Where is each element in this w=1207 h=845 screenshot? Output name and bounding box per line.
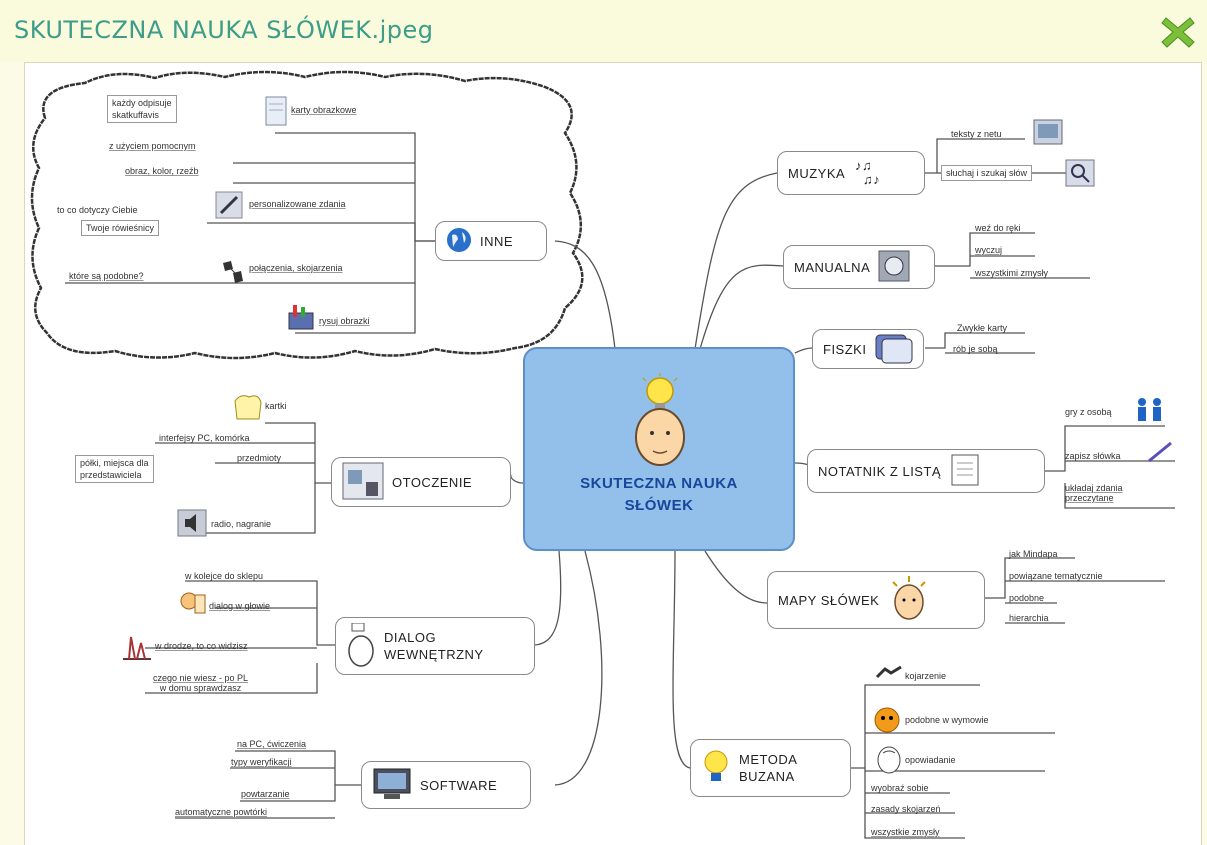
topic-muzyka[interactable]: MUZYKA ♪♫♫♪ — [777, 151, 925, 195]
music-notes-icon: ♪♫♫♪ — [853, 156, 891, 191]
connector-lines — [30, 70, 1175, 839]
leaf-jak[interactable]: jak Mindapa — [1009, 549, 1058, 559]
lightbulb-icon — [701, 749, 731, 788]
leaf-zwykle[interactable]: Zwykłe karty — [957, 323, 1008, 333]
leaf-zasady[interactable]: zasady skojarzeń — [871, 804, 941, 814]
leaf-pulki[interactable]: półki, miejsca dla przedstawiciela — [75, 455, 154, 483]
leaf-wszystkie-zmysly-metoda[interactable]: wszystkie zmysły — [871, 827, 940, 837]
globe-icon — [446, 227, 472, 256]
leaf-karty[interactable]: karty obrazkowe — [291, 105, 357, 115]
people-icon — [1133, 397, 1167, 426]
topic-label: FISZKI — [823, 341, 867, 357]
pencil-icon — [215, 191, 243, 224]
search-icon — [1065, 159, 1095, 192]
leaf-powtarzanie[interactable]: powtarzanie — [241, 789, 290, 799]
topic-notatnik[interactable]: NOTATNIK Z LISTĄ — [807, 449, 1045, 493]
close-x-icon[interactable] — [1160, 14, 1196, 50]
paint-icon — [287, 303, 315, 336]
leaf-wyczuj[interactable]: wyczuj — [975, 245, 1003, 255]
topic-otoczenie[interactable]: OTOCZENIE — [331, 457, 511, 507]
leaf-rob[interactable]: rób je sobą — [953, 344, 998, 354]
central-topic[interactable]: SKUTECZNA NAUKA SŁÓWEK — [523, 347, 795, 551]
notebook-icon — [949, 452, 983, 491]
face-icon — [873, 707, 901, 738]
storyteller-icon — [875, 745, 903, 780]
leaf-rysuj[interactable]: rysuj obrazki — [319, 316, 370, 326]
leaf-obraz[interactable]: obraz, kolor, rzeźb — [125, 166, 199, 176]
leaf-sluchaj[interactable]: słuchaj i szukaj słów — [941, 165, 1033, 181]
leaf-interfejsy[interactable]: interfejsy PC, komórka — [159, 433, 250, 443]
link-icon — [875, 663, 903, 688]
leaf-czego[interactable]: czego nie wiesz - po PL w domu sprawdzas… — [153, 673, 249, 693]
topic-label: MANUALNA — [794, 259, 871, 275]
cards-icon — [265, 96, 287, 131]
topic-label: DIALOG WEWNĘTRZNY — [384, 630, 484, 662]
topic-label: MAPY SŁÓWEK — [778, 592, 880, 608]
cloud-outline — [30, 70, 584, 360]
title-bar: SKUTECZNA NAUKA SŁÓWEK.jpeg — [0, 0, 1207, 62]
topic-label: SOFTWARE — [420, 777, 498, 793]
topic-label: MUZYKA — [788, 165, 846, 181]
leaf-polaczenia[interactable]: połączenia, skojarzenia — [249, 263, 343, 273]
leaf-gry[interactable]: gry z osobą — [1065, 407, 1112, 417]
leaf-podobne[interactable]: podobne — [1009, 593, 1045, 603]
topic-software[interactable]: SOFTWARE — [361, 761, 531, 809]
leaf-zapisz[interactable]: zapisz słówka — [1065, 451, 1121, 461]
pen-icon — [1145, 439, 1175, 468]
leaf-radio[interactable]: radio, nagranie — [211, 519, 272, 529]
topic-label: INNE — [480, 233, 514, 249]
head-thinking-icon — [346, 622, 376, 670]
leaf-w-drodze[interactable]: w drodze, to co widzisz — [155, 641, 248, 651]
leaf-kojarzenie[interactable]: kojarzenie — [905, 671, 947, 681]
leaf-opowiadanie[interactable]: opowiadanie — [905, 755, 956, 765]
leaf-ktore[interactable]: które są podobne? — [69, 271, 144, 281]
leaf-wszystkie-zmysly[interactable]: wszystkimi zmysły — [975, 268, 1048, 278]
topic-fiszki[interactable]: FISZKI — [812, 329, 924, 369]
leaf-przedmioty[interactable]: przedmioty — [237, 453, 282, 463]
topic-metoda[interactable]: METODA BUZANA — [690, 739, 851, 797]
person-icon — [179, 591, 207, 624]
leaf-podobne-w-wymowie[interactable]: podobne w wymowie — [905, 715, 989, 725]
head-map-icon — [887, 575, 931, 625]
topic-mapy[interactable]: MAPY SŁÓWEK — [767, 571, 985, 629]
mind-map-canvas: SKUTECZNA NAUKA SŁÓWEK INNE karty obrazk… — [24, 62, 1202, 845]
svg-text:♪♫: ♪♫ — [855, 158, 872, 173]
leaf-zuzycie[interactable]: z użyciem pomocnym — [109, 141, 196, 151]
topic-label: OTOCZENIE — [392, 474, 473, 490]
topic-label: NOTATNIK Z LISTĄ — [818, 463, 942, 479]
leaf-teksty[interactable]: teksty z netu — [951, 129, 1002, 139]
walking-icon — [121, 631, 153, 666]
puzzle-icon — [221, 259, 245, 290]
topic-manualna[interactable]: MANUALNA — [783, 245, 935, 289]
leaf-dialog[interactable]: dialog w głowie — [209, 601, 271, 611]
leaf-w-kolejce[interactable]: w kolejce do sklepu — [185, 571, 264, 581]
notebook-icon — [1033, 119, 1063, 150]
notes-icon — [233, 393, 263, 426]
flashcards-icon — [874, 331, 914, 368]
topic-label: METODA BUZANA — [739, 752, 798, 784]
computer-icon — [372, 767, 412, 804]
leaf-kazdy[interactable]: każdy odpisuje skatkuffavis — [107, 95, 177, 123]
leaf-automatyczne[interactable]: automatyczne powtórki — [175, 807, 268, 817]
leaf-wez[interactable]: weź do ręki — [975, 223, 1021, 233]
window-title: SKUTECZNA NAUKA SŁÓWEK.jpeg — [14, 16, 434, 44]
leaf-hierarchia[interactable]: hierarchia — [1009, 613, 1049, 623]
leaf-kartki[interactable]: kartki — [265, 401, 287, 411]
head-lightbulb-icon — [635, 373, 685, 466]
leaf-powiazane[interactable]: powiązane tematycznie — [1009, 571, 1103, 581]
hand-icon — [878, 250, 910, 285]
central-topic-title: SKUTECZNA NAUKA SŁÓWEK — [580, 475, 738, 514]
leaf-uklada[interactable]: układaj zdania przeczytane — [1065, 483, 1123, 503]
leaf-na-pc[interactable]: na PC, ćwiczenia — [237, 739, 307, 749]
topic-dialog[interactable]: DIALOG WEWNĘTRZNY — [335, 617, 535, 675]
svg-text:♫♪: ♫♪ — [863, 172, 880, 187]
leaf-personalizowane[interactable]: personalizowane zdania — [249, 199, 346, 209]
leaf-wyobraz[interactable]: wyobraź sobie — [871, 783, 929, 793]
leaf-cokolwiek[interactable]: to co dotyczy Ciebie — [57, 205, 138, 215]
leaf-typy[interactable]: typy weryfikacji — [231, 757, 292, 767]
room-icon — [342, 462, 384, 503]
topic-inne[interactable]: INNE — [435, 221, 547, 261]
leaf-twoje[interactable]: Twoje rówieśnicy — [81, 220, 160, 236]
speaker-icon — [177, 509, 207, 542]
